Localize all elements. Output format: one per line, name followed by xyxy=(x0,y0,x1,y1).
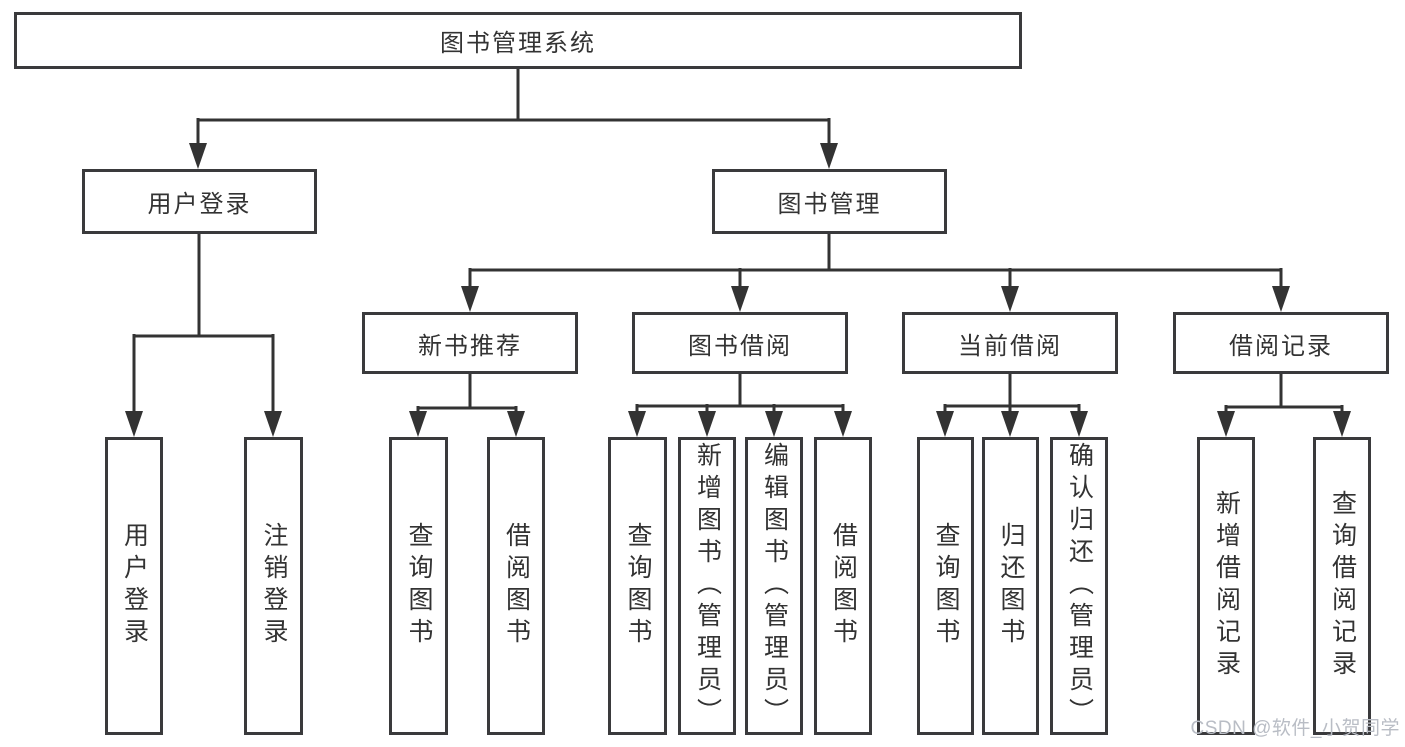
node-label: 借阅记录 xyxy=(1229,332,1333,360)
node-label: 归还图书 xyxy=(997,522,1025,650)
node-br-query-record: 查询借阅记录 xyxy=(1313,437,1371,735)
connector-book-borrow-to-leaves xyxy=(628,374,852,437)
node-leaf-user-login: 用户登录 xyxy=(105,437,163,735)
node-label: 确认归还（管理员） xyxy=(1065,442,1094,730)
node-borrow-records: 借阅记录 xyxy=(1173,312,1389,374)
connector-user-login-to-leaves xyxy=(125,233,282,437)
node-cb-query-book: 查询图书 xyxy=(917,437,974,735)
node-label: 借阅图书 xyxy=(502,522,531,650)
node-label: 用户登录 xyxy=(147,191,252,218)
arrowhead-icon xyxy=(936,411,954,437)
arrowhead-icon xyxy=(698,411,716,437)
node-book-borrow: 图书借阅 xyxy=(632,312,848,374)
arrowhead-icon xyxy=(834,411,852,437)
node-label: 借阅图书 xyxy=(829,522,858,650)
node-bb-edit-book-admin: 编辑图书（管理员） xyxy=(745,437,803,735)
node-label: 新书推荐 xyxy=(418,332,522,360)
node-br-add-record: 新增借阅记录 xyxy=(1197,437,1255,735)
arrowhead-icon xyxy=(731,286,749,312)
node-user-login: 用户登录 xyxy=(82,169,317,234)
node-current-borrow: 当前借阅 xyxy=(902,312,1118,374)
node-label: 注销登录 xyxy=(260,522,288,650)
node-rec-borrow-book: 借阅图书 xyxy=(487,437,545,735)
arrowhead-icon xyxy=(820,143,838,169)
node-leaf-logout: 注销登录 xyxy=(244,437,303,735)
arrowhead-icon xyxy=(628,411,646,437)
node-book-management: 图书管理 xyxy=(712,169,947,234)
arrowhead-icon xyxy=(765,411,783,437)
arrowhead-icon xyxy=(189,143,207,169)
node-label: 查询借阅记录 xyxy=(1328,490,1357,682)
node-label: 编辑图书（管理员） xyxy=(760,442,789,730)
arrowhead-icon xyxy=(125,411,143,437)
node-root-system: 图书管理系统 xyxy=(14,12,1022,69)
node-label: 查询图书 xyxy=(405,522,433,650)
connector-new-book-rec-to-leaves xyxy=(409,374,525,437)
node-bb-add-book-admin: 新增图书（管理员） xyxy=(678,437,736,735)
node-cb-return-book: 归还图书 xyxy=(982,437,1039,735)
csdn-watermark: CSDN @软件_小贺同学 xyxy=(1190,718,1400,739)
arrowhead-icon xyxy=(461,286,479,312)
arrowhead-icon xyxy=(264,411,282,437)
node-rec-query-book: 查询图书 xyxy=(389,437,448,735)
arrowhead-icon xyxy=(1272,286,1290,312)
node-label: 当前借阅 xyxy=(958,332,1062,360)
arrowhead-icon xyxy=(507,411,525,437)
connector-borrow-records-to-leaves xyxy=(1217,374,1351,437)
node-label: 查询图书 xyxy=(932,522,960,650)
connector-book-management-to-level3 xyxy=(461,233,1290,312)
arrowhead-icon xyxy=(409,411,427,437)
node-bb-query-book: 查询图书 xyxy=(608,437,667,735)
connector-root-to-level2 xyxy=(189,68,838,169)
arrowhead-icon xyxy=(1217,411,1235,437)
node-label: 图书借阅 xyxy=(688,332,792,360)
arrowhead-icon xyxy=(1001,286,1019,312)
node-bb-borrow-book: 借阅图书 xyxy=(814,437,872,735)
node-label: 用户登录 xyxy=(120,522,149,650)
node-label: 查询图书 xyxy=(624,522,652,650)
node-cb-confirm-return-admin: 确认归还（管理员） xyxy=(1050,437,1108,735)
node-label: 新增图书（管理员） xyxy=(693,442,722,730)
connector-current-borrow-to-leaves xyxy=(936,374,1088,437)
node-label: 图书管理 xyxy=(777,191,882,218)
node-new-book-recommend: 新书推荐 xyxy=(362,312,578,374)
arrowhead-icon xyxy=(1333,411,1351,437)
arrowhead-icon xyxy=(1070,411,1088,437)
arrowhead-icon xyxy=(1001,411,1019,437)
node-label: 图书管理系统 xyxy=(440,30,596,57)
node-label: 新增借阅记录 xyxy=(1212,490,1241,682)
